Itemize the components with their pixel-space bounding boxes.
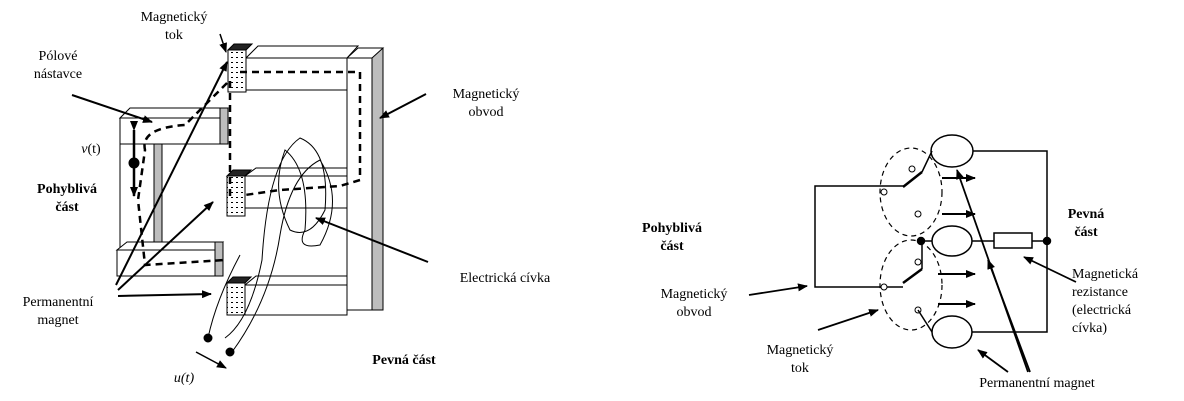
label-line: obvod — [468, 105, 504, 120]
label-u-t: u(t) — [173, 371, 195, 386]
label-line: nástavce — [33, 67, 83, 82]
label-line: (electrická — [1072, 303, 1132, 318]
fixed-iron-bar — [345, 47, 385, 311]
terminal-2 — [225, 347, 235, 357]
magnet-top — [930, 134, 974, 168]
switch-top-dashed — [879, 147, 943, 237]
label-magneticky-tok-right: Magnetický tok — [750, 342, 850, 378]
flux-path-dashed — [136, 70, 362, 267]
label-v-suffix: (t) — [87, 142, 101, 157]
label-electricka-civka: Electrická cívka — [459, 271, 551, 286]
label-line: tok — [165, 28, 183, 43]
label-pevna-cast-right: Pevná část — [1058, 206, 1114, 242]
label-line: Magnetický — [452, 87, 520, 102]
label-pohybliva-cast-right: Pohyblivá část — [632, 220, 712, 256]
label-magneticky-obvod-left: Magnetický obvod — [430, 86, 542, 122]
label-polove-nastavce: Pólové nástavce — [16, 48, 100, 84]
label-v: v — [81, 142, 88, 157]
label-line: část — [660, 239, 684, 254]
label-magneticky-obvod-right: Magnetický obvod — [640, 286, 748, 322]
label-permanentni-magnet-right: Permanentní magnet — [979, 376, 1095, 391]
label-pevna-cast-left: Pevná část — [372, 353, 436, 368]
middle-arm — [225, 167, 348, 217]
label-line: cívka) — [1072, 321, 1107, 336]
label-line: tok — [791, 361, 809, 376]
label-line: Magnetický — [766, 343, 834, 358]
bottom-arm — [225, 275, 348, 316]
switch-bottom-dashed — [879, 239, 943, 331]
top-arm — [226, 43, 360, 93]
label-line: Pohyblivá — [37, 182, 97, 197]
coil-wire — [224, 137, 333, 353]
label-v-t: v(t) — [76, 141, 106, 159]
label-line: Permanentní — [22, 295, 94, 310]
label-line: část — [1074, 225, 1098, 240]
label-line: část — [55, 200, 79, 215]
magnet-bottom — [931, 315, 973, 349]
label-line: obvod — [676, 305, 712, 320]
label-line: Magnetický — [140, 10, 208, 25]
left-diagram — [71, 33, 429, 369]
label-magneticka-rezistance: Magnetická rezistance (electrická cívka) — [1072, 266, 1176, 338]
label-line: Magnetická — [1072, 267, 1139, 282]
label-pohybliva-cast-left: Pohyblivá část — [24, 181, 110, 217]
right-diagram — [748, 134, 1077, 373]
label-magneticky-tok: Magnetický tok — [128, 9, 220, 45]
resistance-box — [993, 232, 1033, 249]
label-line: rezistance — [1072, 285, 1128, 300]
label-line: Pólové — [38, 49, 78, 64]
label-permanentni-magnet-left: Permanentní magnet — [6, 294, 110, 330]
label-line: magnet — [37, 313, 79, 328]
outer-loop-left — [814, 185, 905, 288]
label-line: Pevná — [1067, 207, 1105, 222]
label-line: Pohyblivá — [642, 221, 702, 236]
label-line: Magnetický — [660, 287, 728, 302]
magnet-middle — [931, 225, 973, 257]
